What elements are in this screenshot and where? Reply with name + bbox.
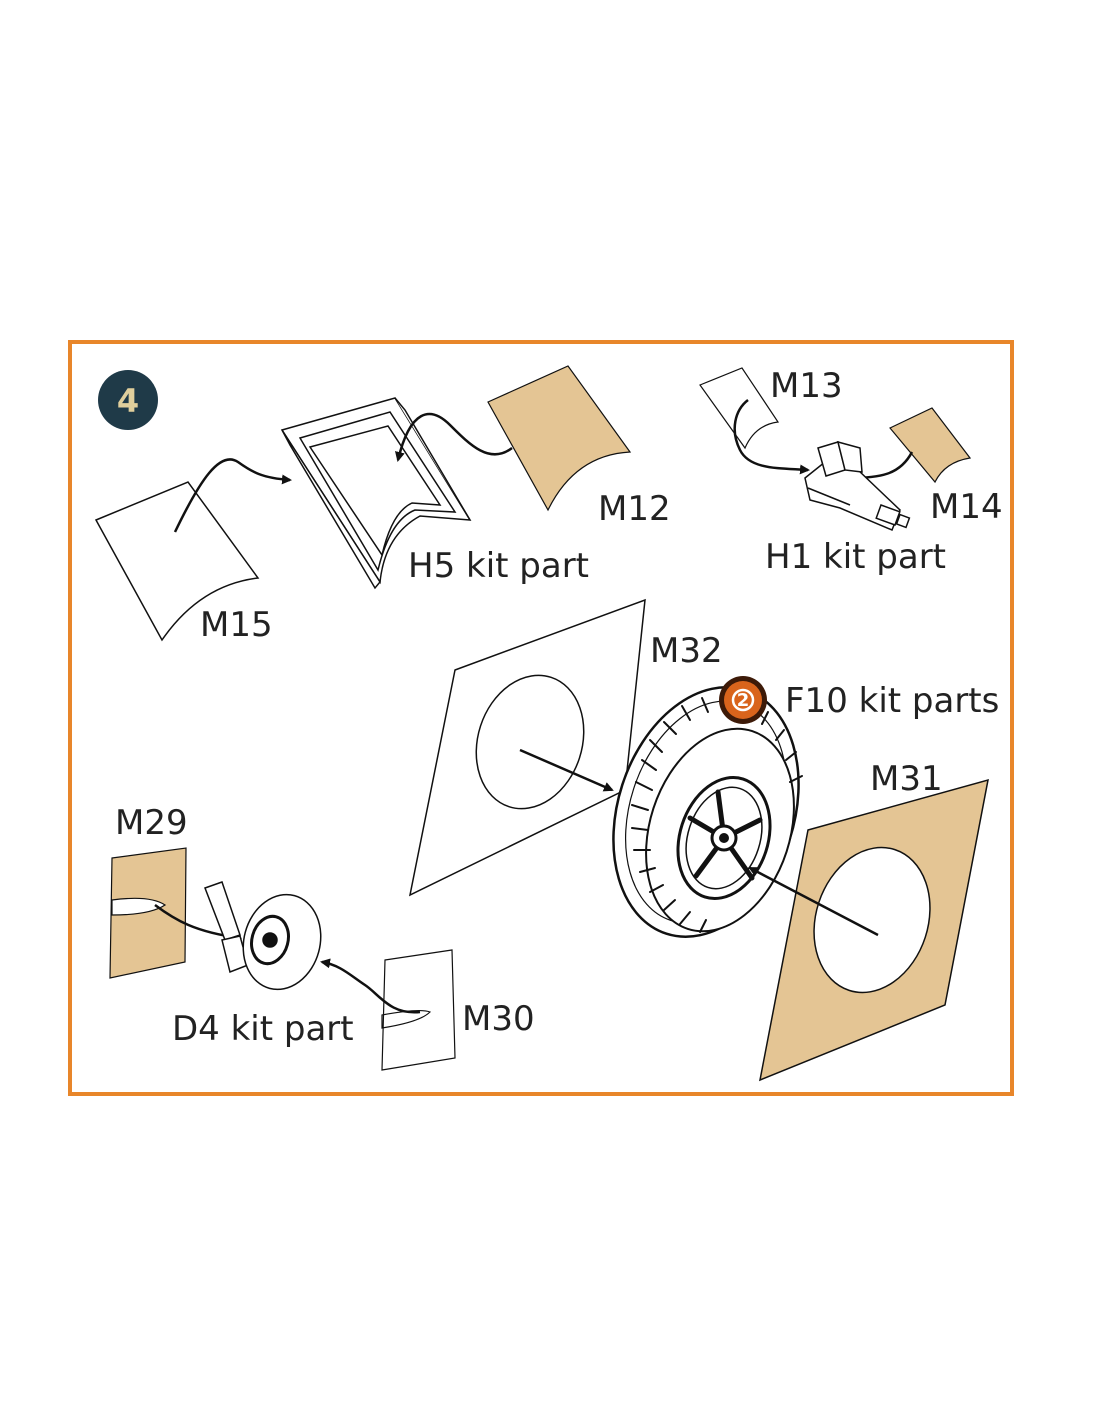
arrow-m13-to-h1 — [733, 399, 810, 475]
label-f10: F10 kit parts — [785, 681, 999, 721]
mask-m12 — [487, 365, 632, 512]
arrow-m15-to-h5 — [173, 458, 292, 533]
mask-m32-hole — [475, 674, 585, 810]
h1-kit-part — [804, 440, 911, 531]
arrow-m32-to-wheel — [519, 748, 614, 792]
mask-m30 — [381, 949, 456, 1071]
label-m14: M14 — [930, 487, 1003, 527]
step-number-badge: 4 — [98, 370, 158, 430]
f10-badge-number: 2 — [737, 690, 750, 711]
label-m31: M31 — [870, 759, 943, 799]
mask-m14 — [889, 407, 972, 484]
label-m12: M12 — [598, 489, 671, 529]
mask-m13 — [699, 367, 780, 450]
step-number: 4 — [117, 382, 139, 420]
d4-kit-part — [204, 881, 322, 991]
mask-m15 — [94, 481, 260, 642]
rotate-arrow-icon — [731, 688, 755, 712]
label-h5: H5 kit part — [408, 546, 589, 586]
f10-badge: 2 — [719, 676, 767, 724]
arrow-m30-to-d4 — [320, 958, 421, 1014]
arrow-m31-to-wheel — [748, 866, 879, 937]
label-m15: M15 — [200, 605, 273, 645]
label-m13: M13 — [770, 366, 843, 406]
label-h1: H1 kit part — [765, 537, 946, 577]
mask-m29 — [109, 847, 187, 979]
label-m32: M32 — [650, 631, 723, 671]
arrow-m12-to-h5 — [395, 412, 513, 462]
label-d4: D4 kit part — [172, 1009, 354, 1049]
label-m30: M30 — [462, 999, 535, 1039]
label-m29: M29 — [115, 803, 188, 843]
h5-kit-part — [280, 397, 472, 590]
